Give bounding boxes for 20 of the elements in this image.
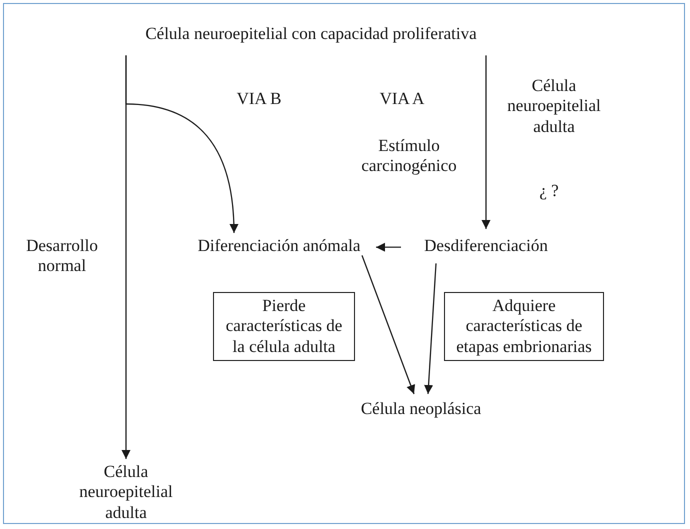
text-box (213, 292, 355, 362)
node-label: Célula neuroepitelial adulta (61, 462, 191, 524)
arrow (376, 242, 401, 252)
box-text: Adquiere características de etapas embrionarias (455, 296, 593, 358)
path-label: VIA A (378, 89, 426, 110)
node-label: Célula neoplásica (331, 399, 511, 420)
path-label: VIA B (236, 89, 282, 110)
node-label: Célula neuroepitelial con capacidad proliferativa (51, 24, 571, 44)
arrow (482, 55, 490, 229)
box-text: Pierde características de la célula adulta (224, 296, 344, 358)
arrow (361, 255, 416, 394)
node-label: Célula neuroepitelial adulta (494, 76, 614, 138)
arrow (424, 263, 437, 394)
arrow (125, 55, 238, 234)
annotation-text: Estímulo carcinogénico (360, 136, 458, 177)
node-label: Desdiferenciación (406, 236, 566, 256)
text-box (444, 292, 604, 362)
node-label: Diferenciación anómala (189, 236, 369, 256)
question-mark-text: ¿ ? (538, 181, 560, 202)
annotation-text: Desarrollo normal (25, 236, 99, 277)
